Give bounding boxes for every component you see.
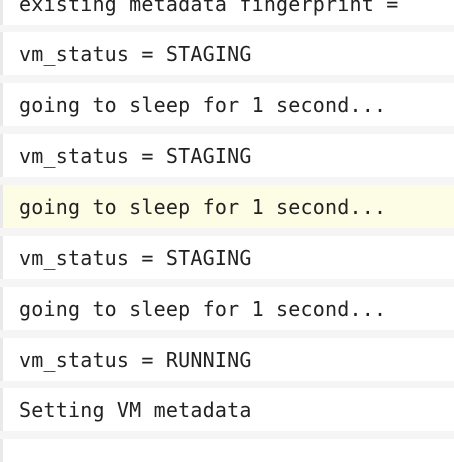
log-line-text: vm_status = STAGING bbox=[19, 143, 252, 168]
log-line: going to sleep for 1 second... bbox=[0, 83, 454, 126]
log-line-text: vm_status = RUNNING bbox=[19, 347, 252, 372]
log-line-text: existing metadata fingerprint = bbox=[19, 0, 411, 16]
log-line-text: going to sleep for 1 second... bbox=[19, 194, 387, 219]
log-line-text: vm_status = STAGING bbox=[19, 41, 252, 66]
log-line: vm_status = STAGING bbox=[0, 134, 454, 177]
log-line-text: Setting VM metadata bbox=[19, 397, 252, 422]
log-line-text: going to sleep for 1 second... bbox=[19, 92, 387, 117]
log-line: going to sleep for 1 second... bbox=[0, 287, 454, 330]
log-line bbox=[0, 439, 454, 462]
log-line: vm_status = RUNNING bbox=[0, 338, 454, 381]
log-line-text: going to sleep for 1 second... bbox=[19, 296, 387, 321]
log-line: Setting VM metadata bbox=[0, 388, 454, 431]
log-line-text: vm_status = STAGING bbox=[19, 245, 252, 270]
log-line: vm_status = STAGING bbox=[0, 32, 454, 75]
log-line-highlighted: going to sleep for 1 second... bbox=[0, 185, 454, 228]
log-line: existing metadata fingerprint = bbox=[0, 0, 454, 25]
log-line: vm_status = STAGING bbox=[0, 236, 454, 279]
